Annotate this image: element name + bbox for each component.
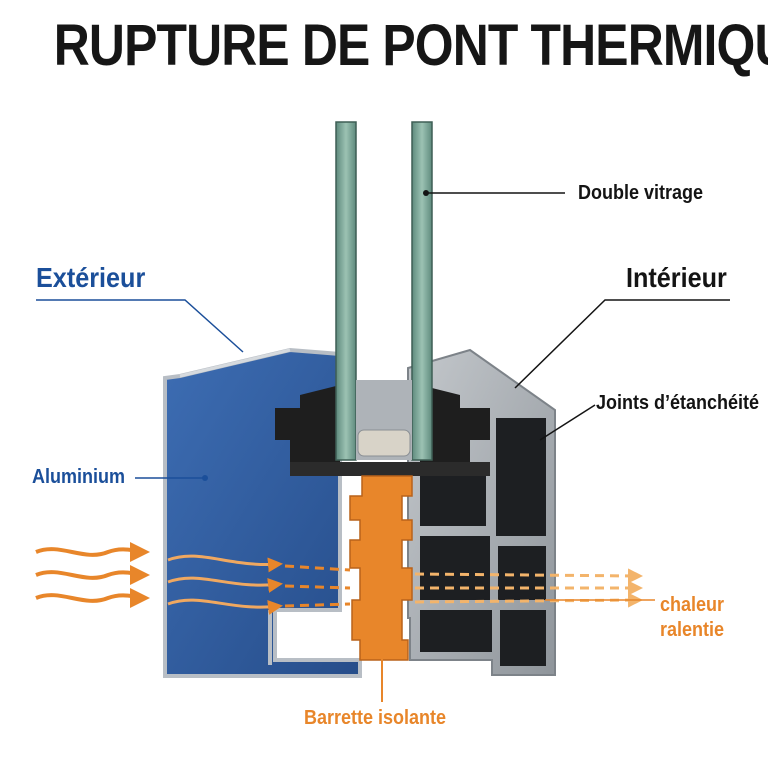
label-seals: Joints d’étanchéité (596, 392, 760, 414)
label-interior: Intérieur (626, 262, 727, 293)
leader-lines (36, 190, 730, 702)
label-heat-line2: ralentie (660, 619, 725, 641)
label-insulating-bar: Barrette isolante (304, 707, 447, 729)
label-exterior: Extérieur (36, 262, 146, 293)
label-aluminium: Aluminium (32, 466, 126, 488)
label-double-glazing: Double vitrage (578, 182, 704, 204)
insulating-bar (349, 475, 413, 661)
label-heat-line1: chaleur (660, 594, 725, 616)
glazing-gaskets (275, 385, 490, 476)
page-title: RUPTURE DE PONT THERMIQUE (53, 13, 768, 78)
double-glazing (335, 121, 433, 461)
